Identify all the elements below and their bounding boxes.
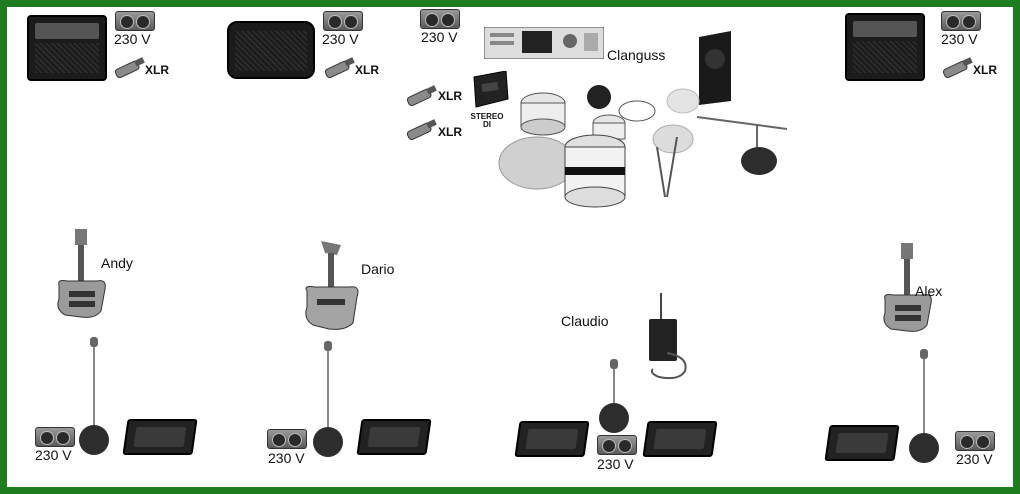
- xlr-label: XLR: [355, 63, 379, 77]
- power-label: 230 V: [322, 31, 359, 47]
- stage-monitor-icon: [122, 419, 198, 455]
- musician-name-andy: Andy: [101, 255, 133, 271]
- power-label: 230 V: [421, 29, 458, 45]
- xlr-label: XLR: [438, 125, 462, 139]
- power-outlet-icon: [115, 11, 155, 31]
- musician-name-dario: Dario: [361, 261, 395, 277]
- power-outlet-icon: [955, 431, 995, 451]
- stereo-di-label-2: DI: [483, 120, 491, 129]
- stereo-di-box-icon: [473, 71, 509, 108]
- power-outlet-icon: [941, 11, 981, 31]
- xlr-label: XLR: [438, 89, 462, 103]
- power-label: 230 V: [268, 450, 305, 466]
- power-label: 230 V: [35, 447, 72, 463]
- guitar-icon: [883, 243, 932, 332]
- power-label: 230 V: [597, 456, 634, 472]
- stage-monitor-icon: [356, 419, 432, 455]
- xlr-connector-icon: [406, 119, 437, 141]
- xlr-label: XLR: [973, 63, 997, 77]
- musician-name-drums: Clanguss: [607, 47, 666, 63]
- power-label: 230 V: [956, 451, 993, 467]
- guitar-icon: [57, 229, 106, 318]
- power-outlet-icon: [323, 11, 363, 31]
- guitar-amp-icon: [27, 15, 107, 81]
- xlr-connector-icon: [942, 57, 973, 79]
- speaker-cabinet-icon: [699, 31, 731, 105]
- drum-module-icon: [484, 27, 604, 59]
- musician-name-claudio: Claudio: [561, 313, 609, 329]
- power-outlet-icon: [597, 435, 637, 455]
- xlr-label: XLR: [145, 63, 169, 77]
- stereo-di-label-1: STEREO: [470, 112, 504, 121]
- wireless-beltpack-icon: [649, 293, 687, 380]
- drum-kit-icon: [498, 85, 787, 208]
- power-outlet-icon: [35, 427, 75, 447]
- stage-monitor-icon: [824, 425, 900, 461]
- power-outlet-icon: [267, 429, 307, 449]
- stage-monitor-icon: [642, 421, 718, 457]
- musician-name-alex: Alex: [915, 283, 943, 299]
- power-outlet-icon: [420, 9, 460, 29]
- guitar-amp-icon: [845, 13, 925, 81]
- xlr-connector-icon: [324, 57, 355, 79]
- power-label: 230 V: [114, 31, 151, 47]
- xlr-connector-icon: [114, 57, 145, 79]
- xlr-connector-icon: [406, 85, 437, 107]
- stage-monitor-icon: [514, 421, 590, 457]
- bass-guitar-icon: [305, 241, 359, 330]
- bass-amp-icon: [227, 21, 315, 79]
- power-label: 230 V: [941, 31, 978, 47]
